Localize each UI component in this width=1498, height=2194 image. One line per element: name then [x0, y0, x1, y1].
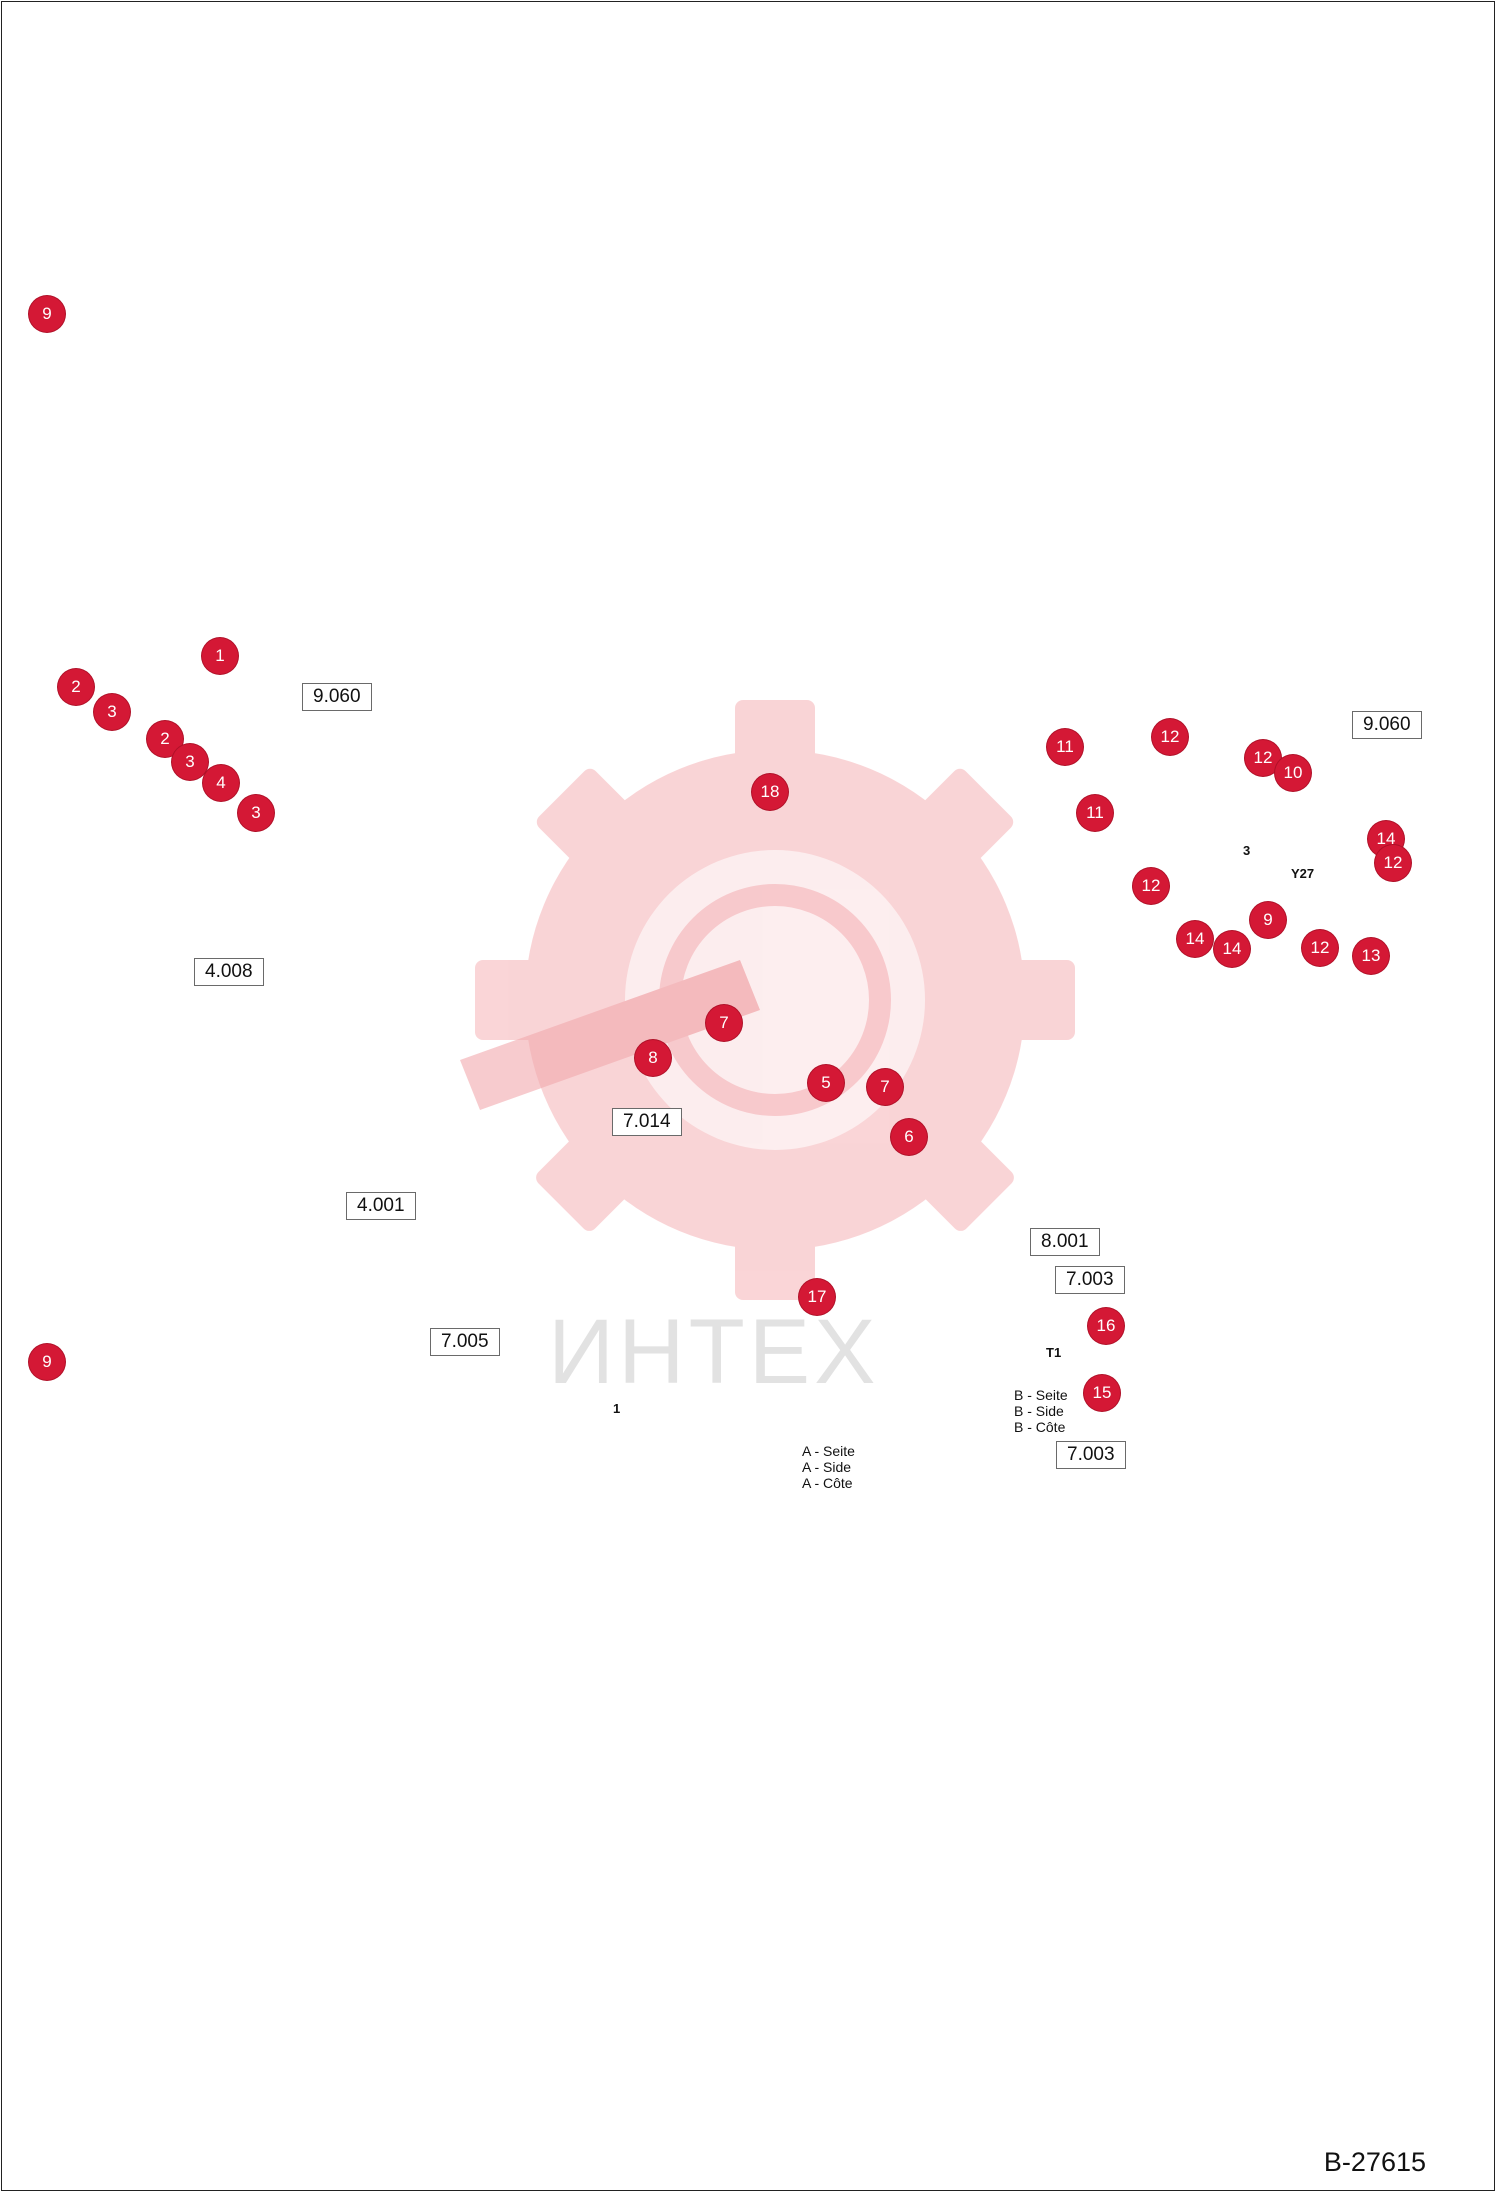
- part-marker-9[interactable]: 9: [1250, 902, 1286, 938]
- ref-box-7005[interactable]: 7.005: [430, 1328, 500, 1356]
- side-b-label-en: B - Side: [1014, 1403, 1064, 1419]
- part-marker-12[interactable]: 12: [1302, 930, 1338, 966]
- ref-box-9060[interactable]: 9.060: [302, 683, 372, 711]
- part-marker-9[interactable]: 9: [29, 296, 65, 332]
- side-b-label-de: B - Seite: [1014, 1387, 1068, 1403]
- side-b-label-fr: B - Côte: [1014, 1419, 1066, 1435]
- part-marker-12[interactable]: 12: [1152, 719, 1188, 755]
- part-marker-5[interactable]: 5: [808, 1065, 844, 1101]
- port-label-3: 3: [1243, 843, 1251, 858]
- part-marker-3[interactable]: 3: [238, 795, 274, 831]
- part-marker-11[interactable]: 11: [1047, 729, 1083, 765]
- part-marker-3[interactable]: 3: [94, 694, 130, 730]
- part-marker-8[interactable]: 8: [635, 1040, 671, 1076]
- port-label-1: 1: [613, 1401, 621, 1416]
- part-marker-3[interactable]: 3: [172, 744, 208, 780]
- part-marker-16[interactable]: 16: [1088, 1308, 1124, 1344]
- part-marker-4[interactable]: 4: [203, 765, 239, 801]
- side-a-label-fr: A - Côte: [802, 1475, 853, 1491]
- part-marker-10[interactable]: 10: [1275, 755, 1311, 791]
- part-marker-1[interactable]: 1: [202, 638, 238, 674]
- part-marker-12[interactable]: 12: [1245, 740, 1281, 776]
- solenoid-label-y27: Y27: [1291, 866, 1315, 881]
- drawing-number: B-27615: [1323, 2147, 1426, 2177]
- part-marker-14[interactable]: 14: [1177, 921, 1213, 957]
- side-a-label-en: A - Side: [802, 1459, 852, 1475]
- ref-box-7003[interactable]: 7.003: [1055, 1266, 1125, 1294]
- part-marker-6[interactable]: 6: [891, 1119, 927, 1155]
- part-marker-11[interactable]: 11: [1077, 795, 1113, 831]
- part-marker-18[interactable]: 18: [752, 774, 788, 810]
- part-marker-17[interactable]: 17: [799, 1279, 835, 1315]
- part-marker-7[interactable]: 7: [706, 1005, 742, 1041]
- part-marker-14[interactable]: 14: [1214, 931, 1250, 967]
- ref-box-8001[interactable]: 8.001: [1030, 1228, 1100, 1256]
- part-marker-14[interactable]: 14: [1368, 821, 1404, 857]
- port-label-t1: T1: [1046, 1345, 1062, 1360]
- ref-box-7014[interactable]: 7.014: [612, 1108, 682, 1136]
- side-a-label-de: A - Seite: [802, 1443, 855, 1459]
- part-marker-13[interactable]: 13: [1353, 938, 1389, 974]
- part-marker-2[interactable]: 2: [58, 669, 94, 705]
- ref-box-4008[interactable]: 4.008: [194, 958, 264, 986]
- part-marker-12[interactable]: 12: [1133, 868, 1169, 904]
- part-marker-7[interactable]: 7: [867, 1069, 903, 1105]
- ref-box-4001[interactable]: 4.001: [346, 1192, 416, 1220]
- part-marker-9[interactable]: 9: [29, 1344, 65, 1380]
- ref-box-9060[interactable]: 9.060: [1352, 711, 1422, 739]
- part-marker-15[interactable]: 15: [1084, 1375, 1120, 1411]
- ref-box-7003[interactable]: 7.003: [1056, 1441, 1126, 1469]
- watermark-text: ИНТЕХ: [548, 1301, 880, 1403]
- part-marker-12[interactable]: 12: [1375, 845, 1411, 881]
